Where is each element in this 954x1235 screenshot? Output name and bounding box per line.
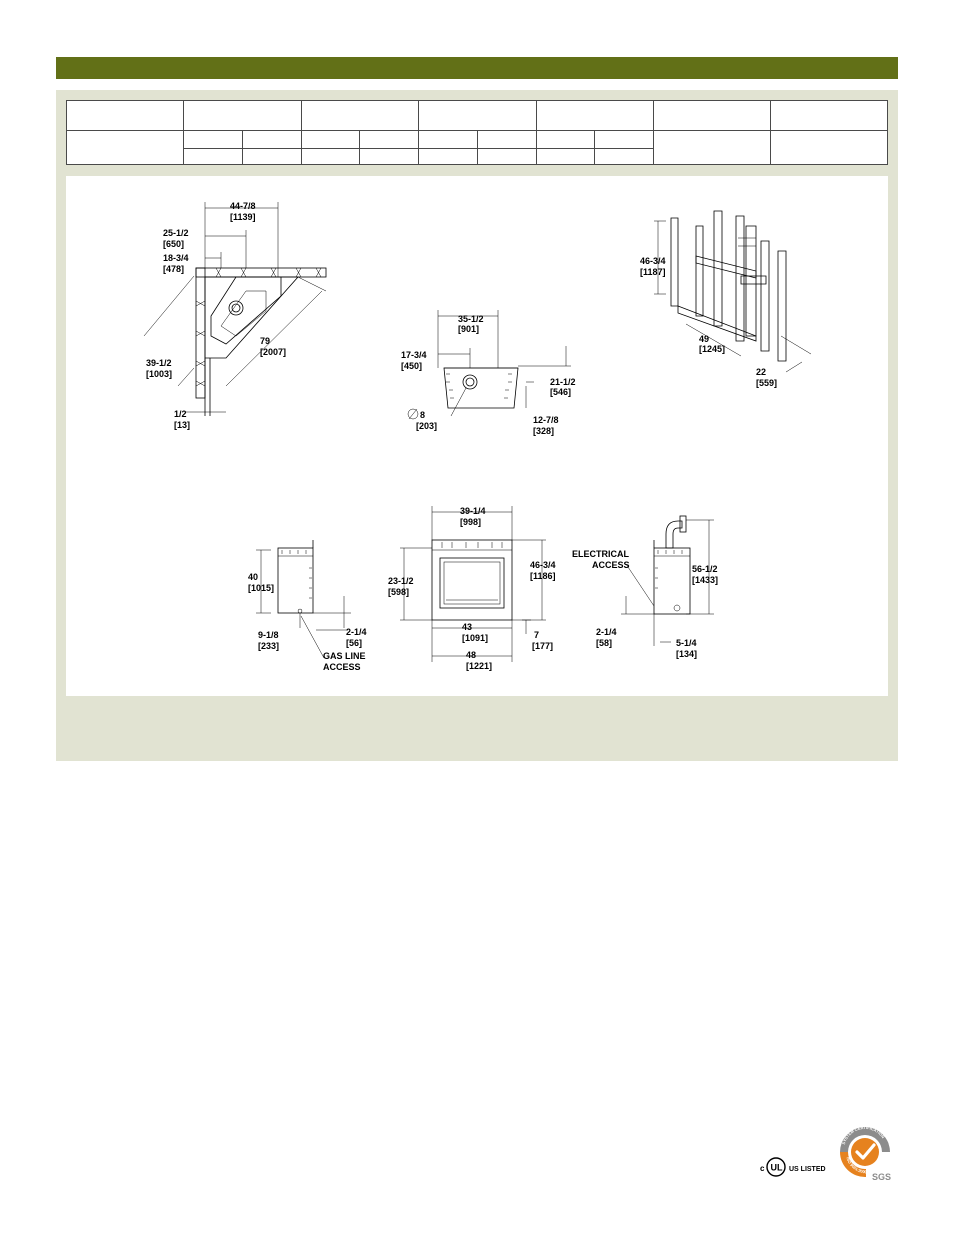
table-cell <box>476 130 537 149</box>
dim-1139: [1139] <box>230 212 256 222</box>
sgs-certification-logo: SYSTEM CERTIFICATION ISO 9001:2000 SGS <box>836 1118 894 1182</box>
dim-22: 22 <box>756 367 766 377</box>
right-side-view: ELECTRICAL ACCESS 56-1/2 [1433] 2-1/4 [5… <box>572 515 718 659</box>
gas-line-access-label: ACCESS <box>323 662 361 672</box>
dim-9-1-8: 9-1/8 <box>258 630 279 640</box>
dim-23-1-2: 23-1/2 <box>388 576 414 586</box>
section-header-bar <box>56 57 898 79</box>
front-view: 39-1/4 [998] 23-1/2 [598] 46-3/4 [1186] … <box>388 506 556 671</box>
table-cell <box>594 147 654 166</box>
dim-1221: [1221] <box>466 661 492 671</box>
table-cell <box>653 130 771 165</box>
dim-1015: [1015] <box>248 583 274 593</box>
dim-56: [56] <box>346 638 362 648</box>
electrical-access-label: ACCESS <box>592 560 630 570</box>
dim-48: 48 <box>466 650 476 660</box>
table-row-label <box>66 130 184 165</box>
dim-5-1-4: 5-1/4 <box>676 638 697 648</box>
table-cell <box>535 130 596 149</box>
dim-12-7-8: 12-7/8 <box>533 415 559 425</box>
table-cell <box>300 147 361 166</box>
table-cell <box>594 130 654 149</box>
table-cell <box>476 147 537 166</box>
dim-998: [998] <box>460 517 481 527</box>
dim-328: [328] <box>533 426 554 436</box>
dim-559: [559] <box>756 378 777 388</box>
table-cell <box>770 130 888 165</box>
dim-44-7-8: 44-7/8 <box>230 201 256 211</box>
dim-56-1-2: 56-1/2 <box>692 564 718 574</box>
table-cell <box>241 147 302 166</box>
sgs-name: SGS <box>872 1172 891 1182</box>
dim-79: 79 <box>260 336 270 346</box>
dim-13: [13] <box>174 420 190 430</box>
dim-46-3-4-front: 46-3/4 <box>530 560 556 570</box>
dim-25-1-2: 25-1/2 <box>163 228 189 238</box>
dim-21-1-2: 21-1/2 <box>550 377 576 387</box>
table-cell <box>183 130 243 149</box>
dim-901: [901] <box>458 324 479 334</box>
dim-43: 43 <box>462 622 472 632</box>
ul-us-listed: US LISTED <box>789 1166 826 1173</box>
dim-1245: [1245] <box>699 344 725 354</box>
dim-2-1-4: 2-1/4 <box>346 627 367 637</box>
dim-1186: [1186] <box>530 571 556 581</box>
table-cell <box>241 130 302 149</box>
table-header-cell <box>653 99 771 132</box>
table-cell <box>535 147 596 166</box>
dim-46-3-4: 46-3/4 <box>640 256 666 266</box>
table-header-cell <box>770 99 888 132</box>
dim-39-1-2: 39-1/2 <box>146 358 172 368</box>
dim-39-1-4: 39-1/4 <box>460 506 486 516</box>
dim-134: [134] <box>676 649 697 659</box>
ul-listed-logo: c UL US LISTED <box>760 1150 836 1184</box>
dim-7: 7 <box>534 630 539 640</box>
dim-598: [598] <box>388 587 409 597</box>
dim-1187: [1187] <box>640 267 666 277</box>
dimension-drawings: 44-7/8 [1139] 25-1/2 [650] 18-3/4 [478] … <box>66 176 888 696</box>
dim-546: [546] <box>550 387 571 397</box>
table-cell <box>359 147 419 166</box>
table-header-cell <box>418 99 537 132</box>
table-cell <box>183 147 243 166</box>
dim-478: [478] <box>163 264 184 274</box>
dim-2-1-4-right: 2-1/4 <box>596 627 617 637</box>
corner-installation-view: 44-7/8 [1139] 25-1/2 [650] 18-3/4 [478] … <box>143 201 327 430</box>
electrical-label: ELECTRICAL <box>572 549 629 559</box>
dim-diameter-8: 8 <box>420 410 425 420</box>
dim-233: [233] <box>258 641 279 651</box>
table-cell <box>418 130 478 149</box>
dim-450: [450] <box>401 361 422 371</box>
top-plan-view: 35-1/2 [901] 17-3/4 [450] 21-1/2 [546] 1… <box>401 310 576 436</box>
table-header-cell <box>535 99 654 132</box>
dim-650: [650] <box>163 239 184 249</box>
dim-1003: [1003] <box>146 369 172 379</box>
specifications-table <box>66 99 888 166</box>
dim-49: 49 <box>699 334 709 344</box>
dim-17-3-4: 17-3/4 <box>401 350 427 360</box>
table-header-cell <box>183 99 302 132</box>
table-cell <box>418 147 478 166</box>
gas-line-label: GAS LINE <box>323 651 366 661</box>
table-cell <box>359 130 419 149</box>
dim-203: [203] <box>416 421 437 431</box>
dim-1091: [1091] <box>462 633 488 643</box>
dim-177: [177] <box>532 641 553 651</box>
dim-58: [58] <box>596 638 612 648</box>
ul-mark-text: UL <box>771 1163 783 1173</box>
table-header-cell <box>300 99 419 132</box>
dim-40: 40 <box>248 572 258 582</box>
dim-35-1-2: 35-1/2 <box>458 314 484 324</box>
table-cell <box>300 130 361 149</box>
dim-18-3-4: 18-3/4 <box>163 253 189 263</box>
dim-1433: [1433] <box>692 575 718 585</box>
ul-c-mark: c <box>760 1164 765 1173</box>
dim-1-2: 1/2 <box>174 409 187 419</box>
framing-view: 46-3/4 [1187] 49 [1245] 22 [559] <box>640 210 812 388</box>
table-header-cell <box>66 99 184 132</box>
left-side-view: 40 [1015] 9-1/8 [233] 2-1/4 [56] GAS LIN… <box>248 540 367 672</box>
dim-2007: [2007] <box>260 347 286 357</box>
